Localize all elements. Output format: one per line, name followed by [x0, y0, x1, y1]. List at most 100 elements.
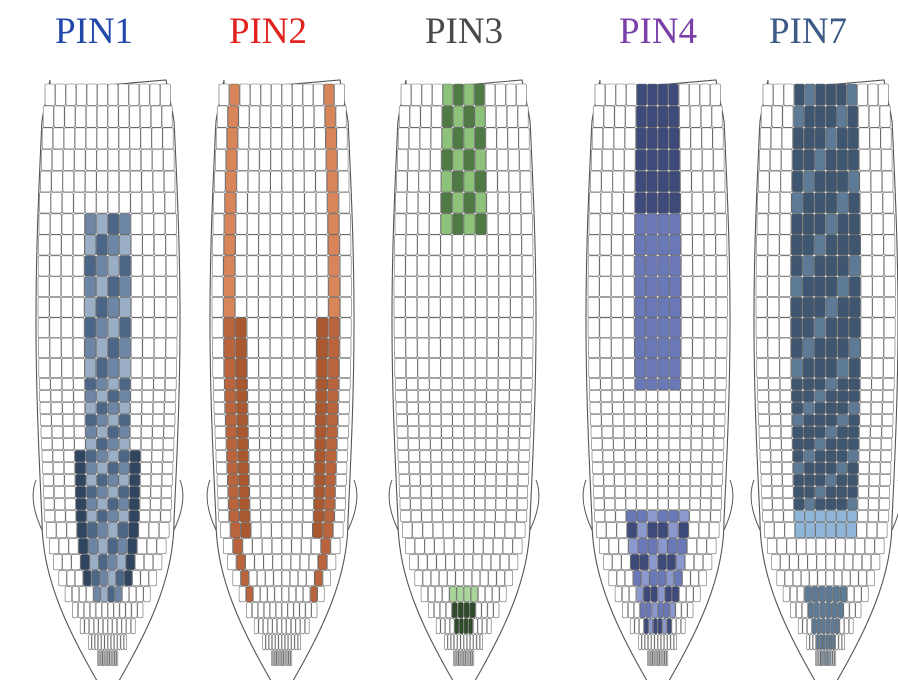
root-cell [883, 402, 894, 413]
root-cell [430, 214, 441, 235]
root-cell [857, 522, 867, 537]
root-cell [338, 150, 349, 171]
root-cell [453, 390, 464, 401]
root-cell [603, 128, 613, 149]
root-cell [282, 378, 293, 389]
expressing-cell [838, 378, 849, 389]
root-cell [110, 650, 111, 665]
root-cell [860, 426, 871, 437]
expressing-cell [647, 358, 658, 377]
expressing-cell [826, 106, 836, 127]
root-cell [783, 106, 793, 127]
root-cell [250, 474, 260, 485]
expressing-cell [108, 414, 119, 425]
root-cell [486, 150, 497, 171]
root-cell [703, 171, 714, 192]
expressing-cell [838, 214, 849, 235]
root-cell [293, 510, 303, 521]
expressing-cell [837, 438, 848, 449]
root-cell [772, 474, 782, 485]
root-cell [464, 256, 475, 276]
expressing-cell [658, 150, 669, 171]
root-cell [625, 462, 635, 473]
root-cell [808, 618, 812, 633]
expressing-cell [814, 256, 825, 276]
root-cell [264, 602, 269, 617]
root-cell [431, 462, 441, 473]
expressing-cell [230, 84, 240, 105]
root-cell [293, 106, 303, 127]
root-cell [482, 554, 491, 569]
root-cell [679, 84, 689, 105]
root-cell [604, 486, 614, 497]
root-cell [271, 171, 282, 192]
root-cell [153, 554, 162, 569]
root-cell [102, 634, 105, 649]
root-cell [259, 338, 270, 358]
root-cell [75, 570, 83, 585]
root-cell [419, 402, 430, 413]
expressing-cell [648, 522, 658, 537]
root-cell [713, 128, 723, 149]
root-cell [103, 618, 107, 633]
expressing-cell [85, 277, 96, 297]
root-cell [410, 554, 419, 569]
root-cell [798, 618, 802, 633]
root-cell [141, 462, 151, 473]
expressing-cell [804, 171, 815, 192]
root-cell [464, 318, 475, 338]
root-cell [701, 106, 711, 127]
root-cell [520, 414, 531, 425]
pin4-root-diagram [576, 60, 740, 680]
root-cell [260, 462, 270, 473]
root-cell [85, 193, 96, 214]
expressing-cell [667, 554, 676, 569]
expressing-cell [225, 193, 236, 214]
root-cell [508, 450, 518, 461]
root-cell [647, 438, 658, 449]
expressing-cell [658, 554, 667, 569]
expressing-cell [794, 486, 804, 497]
root-cell [335, 84, 345, 105]
root-cell [42, 438, 53, 449]
expressing-cell [837, 106, 847, 127]
expressing-cell [658, 235, 669, 255]
expressing-cell [441, 214, 452, 235]
root-cell [499, 277, 510, 297]
expressing-cell [638, 538, 647, 553]
root-cell [853, 554, 862, 569]
root-cell [624, 390, 635, 401]
root-cell [271, 214, 282, 235]
root-cell [54, 486, 64, 497]
root-cell [487, 256, 498, 276]
root-cell [475, 462, 485, 473]
root-cell [40, 390, 51, 401]
root-cell [518, 106, 528, 127]
root-cell [842, 570, 850, 585]
root-cell [613, 171, 624, 192]
expressing-cell [76, 474, 86, 485]
expressing-cell [812, 618, 816, 633]
expressing-cell [804, 128, 814, 149]
root-cell [635, 618, 639, 633]
root-cell [700, 84, 710, 105]
root-cell [239, 106, 249, 127]
expressing-cell [108, 474, 118, 485]
root-cell [464, 450, 474, 461]
root-cell [762, 498, 772, 509]
expressing-cell [236, 338, 247, 358]
root-cell [771, 128, 781, 149]
expressing-cell [90, 554, 99, 569]
root-cell [476, 297, 487, 317]
expressing-cell [120, 297, 131, 317]
expressing-cell [315, 570, 323, 585]
root-cell [813, 634, 816, 649]
root-cell [272, 538, 281, 553]
root-cell [395, 358, 406, 377]
expressing-cell [226, 414, 237, 425]
root-cell [339, 390, 350, 401]
root-cell [861, 256, 872, 276]
root-cell [213, 214, 224, 235]
expressing-cell [97, 450, 107, 461]
expressing-cell [826, 498, 836, 509]
